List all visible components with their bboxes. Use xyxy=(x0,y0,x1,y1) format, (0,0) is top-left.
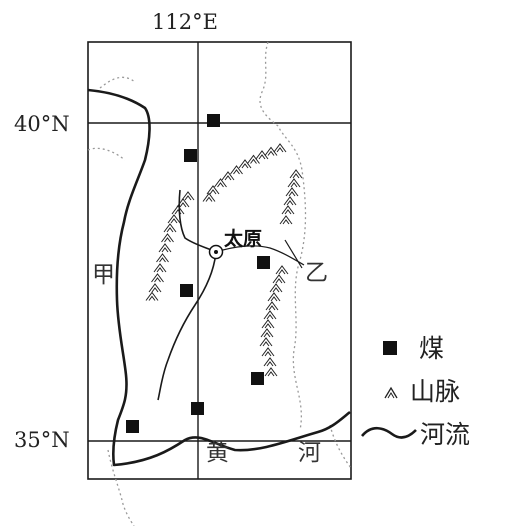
yellow-river xyxy=(87,88,351,467)
mountain-glyph-9 xyxy=(202,192,216,202)
mountain-glyph-15 xyxy=(161,233,174,243)
east-border-dotted xyxy=(259,41,307,431)
mountain-glyph-30 xyxy=(269,283,283,293)
latitude-label-35n: 35°N xyxy=(14,428,70,452)
mountain-glyph-34 xyxy=(261,319,275,329)
longitude-label: 112°E xyxy=(152,10,218,34)
mountain-glyph-4 xyxy=(238,159,252,169)
mountain-glyph-27 xyxy=(279,215,293,225)
mountain-glyph-18 xyxy=(153,263,167,273)
city-taiyuan-marker xyxy=(208,244,224,260)
mountain-glyph-6 xyxy=(221,171,235,181)
mountain-glyph-35 xyxy=(260,328,274,338)
legend-label-coal: 煤 xyxy=(419,334,445,363)
legend-coal-icon xyxy=(383,341,397,355)
map-frame xyxy=(87,41,352,480)
coal-mine-2 xyxy=(184,149,197,162)
mountain-glyph-0 xyxy=(273,143,287,153)
mountain-glyph-26 xyxy=(281,205,295,215)
mountain-glyph-37 xyxy=(261,347,275,357)
label-yi: 乙 xyxy=(305,260,328,286)
mountain-glyph-39 xyxy=(264,367,278,377)
mountain-glyph-28 xyxy=(275,265,289,275)
mountain-glyph-14 xyxy=(163,223,177,233)
mountain-glyph-38 xyxy=(263,357,277,367)
coal-mine-7 xyxy=(126,420,139,433)
mountain-glyph-12 xyxy=(171,205,185,215)
mountain-glyph-13 xyxy=(167,214,181,224)
coal-mine-6 xyxy=(191,402,204,415)
mountain-glyph-8 xyxy=(206,185,220,195)
mountain-glyph-24 xyxy=(285,187,299,197)
river-label-he: 河 xyxy=(298,440,321,466)
mountain-glyph-2 xyxy=(255,150,269,160)
mountain-glyph-31 xyxy=(267,292,281,302)
mountain-glyph-25 xyxy=(283,196,297,206)
mountain-glyph-10 xyxy=(181,191,195,201)
coal-mine-1 xyxy=(207,114,220,127)
north-border-dotted xyxy=(99,76,136,89)
tributary-line xyxy=(215,245,305,266)
mountain-glyph-17 xyxy=(156,253,169,263)
mountain-glyph-5 xyxy=(230,165,243,175)
mountain-glyph-11 xyxy=(176,198,190,208)
mountain-glyph-7 xyxy=(214,178,227,188)
latitude-label-40n: 40°N xyxy=(14,112,70,136)
mountain-glyph-36 xyxy=(259,337,273,347)
legend-label-river: 河流 xyxy=(420,420,471,449)
mountain-glyph-1 xyxy=(264,146,278,156)
legend-label-mountain: 山脉 xyxy=(410,377,461,406)
southwest-border-dotted xyxy=(107,449,135,526)
mountain-glyph-3 xyxy=(247,154,260,164)
mountain-glyph-29 xyxy=(272,274,286,284)
mountain-glyph-20 xyxy=(148,283,162,293)
mountain-glyph-16 xyxy=(158,243,172,253)
yi-pointer-line xyxy=(284,239,303,269)
coal-mine-3 xyxy=(257,256,270,269)
west-border-dotted xyxy=(87,147,126,161)
coal-deposits xyxy=(126,114,270,433)
legend-mountain-icon xyxy=(384,386,398,399)
mountain-glyph-33 xyxy=(263,310,277,320)
city-label-taiyuan: 太原 xyxy=(224,228,263,250)
mountain-glyph-21 xyxy=(145,291,159,301)
mountain-glyph-19 xyxy=(151,273,164,283)
coal-mine-5 xyxy=(251,372,264,385)
mountain-glyph-22 xyxy=(289,169,303,179)
mountain-glyph-23 xyxy=(287,178,301,188)
river-label-huang: 黄 xyxy=(206,440,229,466)
southeast-border-dotted xyxy=(329,424,352,469)
label-jia: 甲 xyxy=(92,262,115,288)
mountain-ranges xyxy=(145,143,303,377)
coal-mine-4 xyxy=(180,284,193,297)
fen-river xyxy=(157,189,217,401)
mountain-glyph-32 xyxy=(265,301,279,311)
legend-river-icon xyxy=(361,426,417,439)
